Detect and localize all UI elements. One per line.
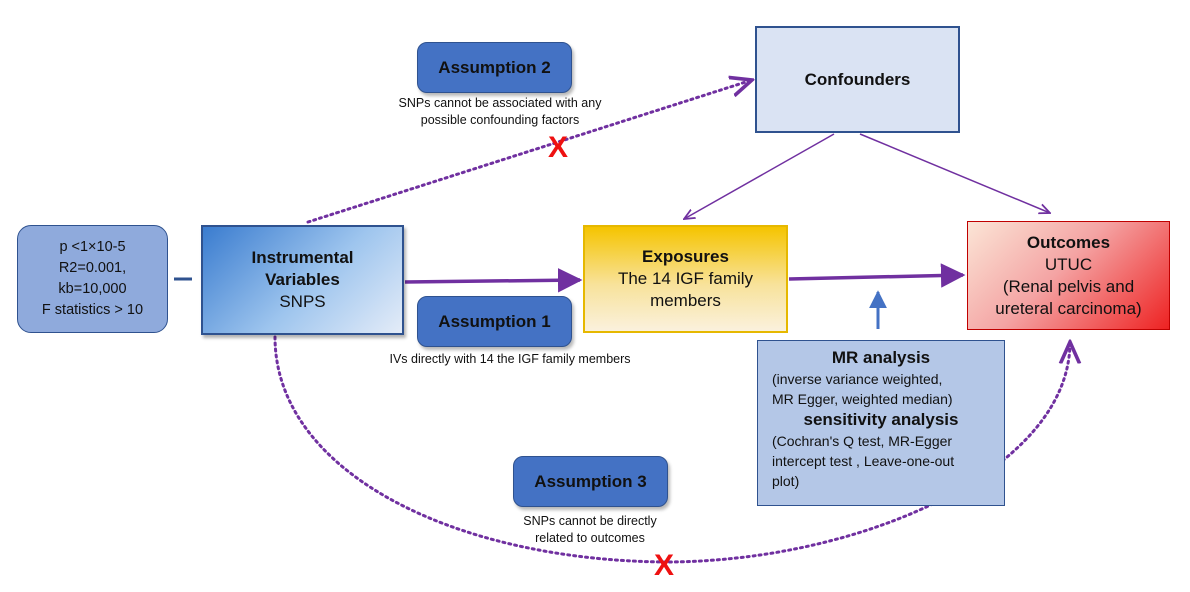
arrow-iv-to-exposures [404,268,583,293]
outcomes-line1: UTUC [1044,254,1093,274]
assumption-2-note-line2: possible confounding factors [420,113,580,127]
assumption-2-note: SNPs cannot be associated with any possi… [375,95,625,129]
assumption-3-note-line2: related to outcomes [535,531,645,545]
mr-analysis-title: MR analysis [831,348,931,367]
arrow-exposures-to-outcomes [788,263,966,288]
assumption-1-note: IVs directly with 14 the IGF family memb… [350,351,670,368]
outcomes-node: Outcomes UTUC (Renal pelvis and ureteral… [967,221,1170,330]
assumption-3-note-line1: SNPs cannot be directly [523,514,657,528]
assumption-1-note-line1: IVs directly with 14 the IGF family memb… [389,352,631,366]
sensitivity-line1: (Cochran's Q test, MR-Egger [772,433,953,449]
dotted-arrow-iv-to-outcomes [273,335,1070,564]
criteria-pvalue: p <1×10-5 [59,239,126,255]
mr-methods-line2: MR Egger, weighted median) [772,391,953,407]
outcomes-title: Outcomes [1026,232,1111,252]
assumption-2-note-line1: SNPs cannot be associated with any [398,96,602,110]
outcomes-line3: ureteral carcinoma) [995,298,1142,318]
criteria-kb: kb=10,000 [58,281,127,297]
assumption-1-label: Assumption 1 [417,296,572,347]
outcomes-line2: (Renal pelvis and [1002,276,1135,296]
iv-subtitle: SNPS [279,292,326,311]
criteria-r2: R2=0.001, [58,260,127,276]
arrow-confounders-to-exposures [684,133,835,219]
confounders-node: Confounders [755,26,960,133]
arrow-confounders-to-outcomes [859,133,1050,213]
exposures-node: Exposures The 14 IGF family members [583,225,788,333]
assumption-3-label: Assumption 3 [513,456,668,507]
mr-analysis-box: MR analysis (inverse variance weighted, … [757,340,1005,506]
assumption-3-text: Assumption 3 [534,471,647,491]
instrumental-variables-node: Instrumental Variables SNPS [201,225,404,335]
confounders-title: Confounders [804,69,911,89]
iv-title-line2: Variables [265,270,340,289]
iv-selection-criteria: p <1×10-5 R2=0.001, kb=10,000 F statisti… [17,225,168,333]
assumption-2-violation-mark: X [548,131,569,164]
assumption-2-label: Assumption 2 [417,42,572,93]
sensitivity-line3: plot) [772,473,800,489]
exposures-title: Exposures [642,247,729,266]
assumption-3-violation-mark: X [654,549,675,582]
assumption-1-text: Assumption 1 [438,311,551,331]
mr-methods-line1: (inverse variance weighted, [772,371,943,387]
dotted-arrow-iv-to-confounders [306,80,752,224]
sensitivity-analysis-title: sensitivity analysis [803,410,959,429]
criteria-f-statistics: F statistics > 10 [41,302,144,318]
exposures-line1: The 14 IGF family [617,269,754,288]
exposures-line2: members [650,291,721,310]
sensitivity-line2: intercept test , Leave-one-out [772,453,955,469]
assumption-3-note: SNPs cannot be directly related to outco… [490,513,690,547]
iv-title-line1: Instrumental [251,248,354,267]
assumption-2-text: Assumption 2 [438,57,551,77]
